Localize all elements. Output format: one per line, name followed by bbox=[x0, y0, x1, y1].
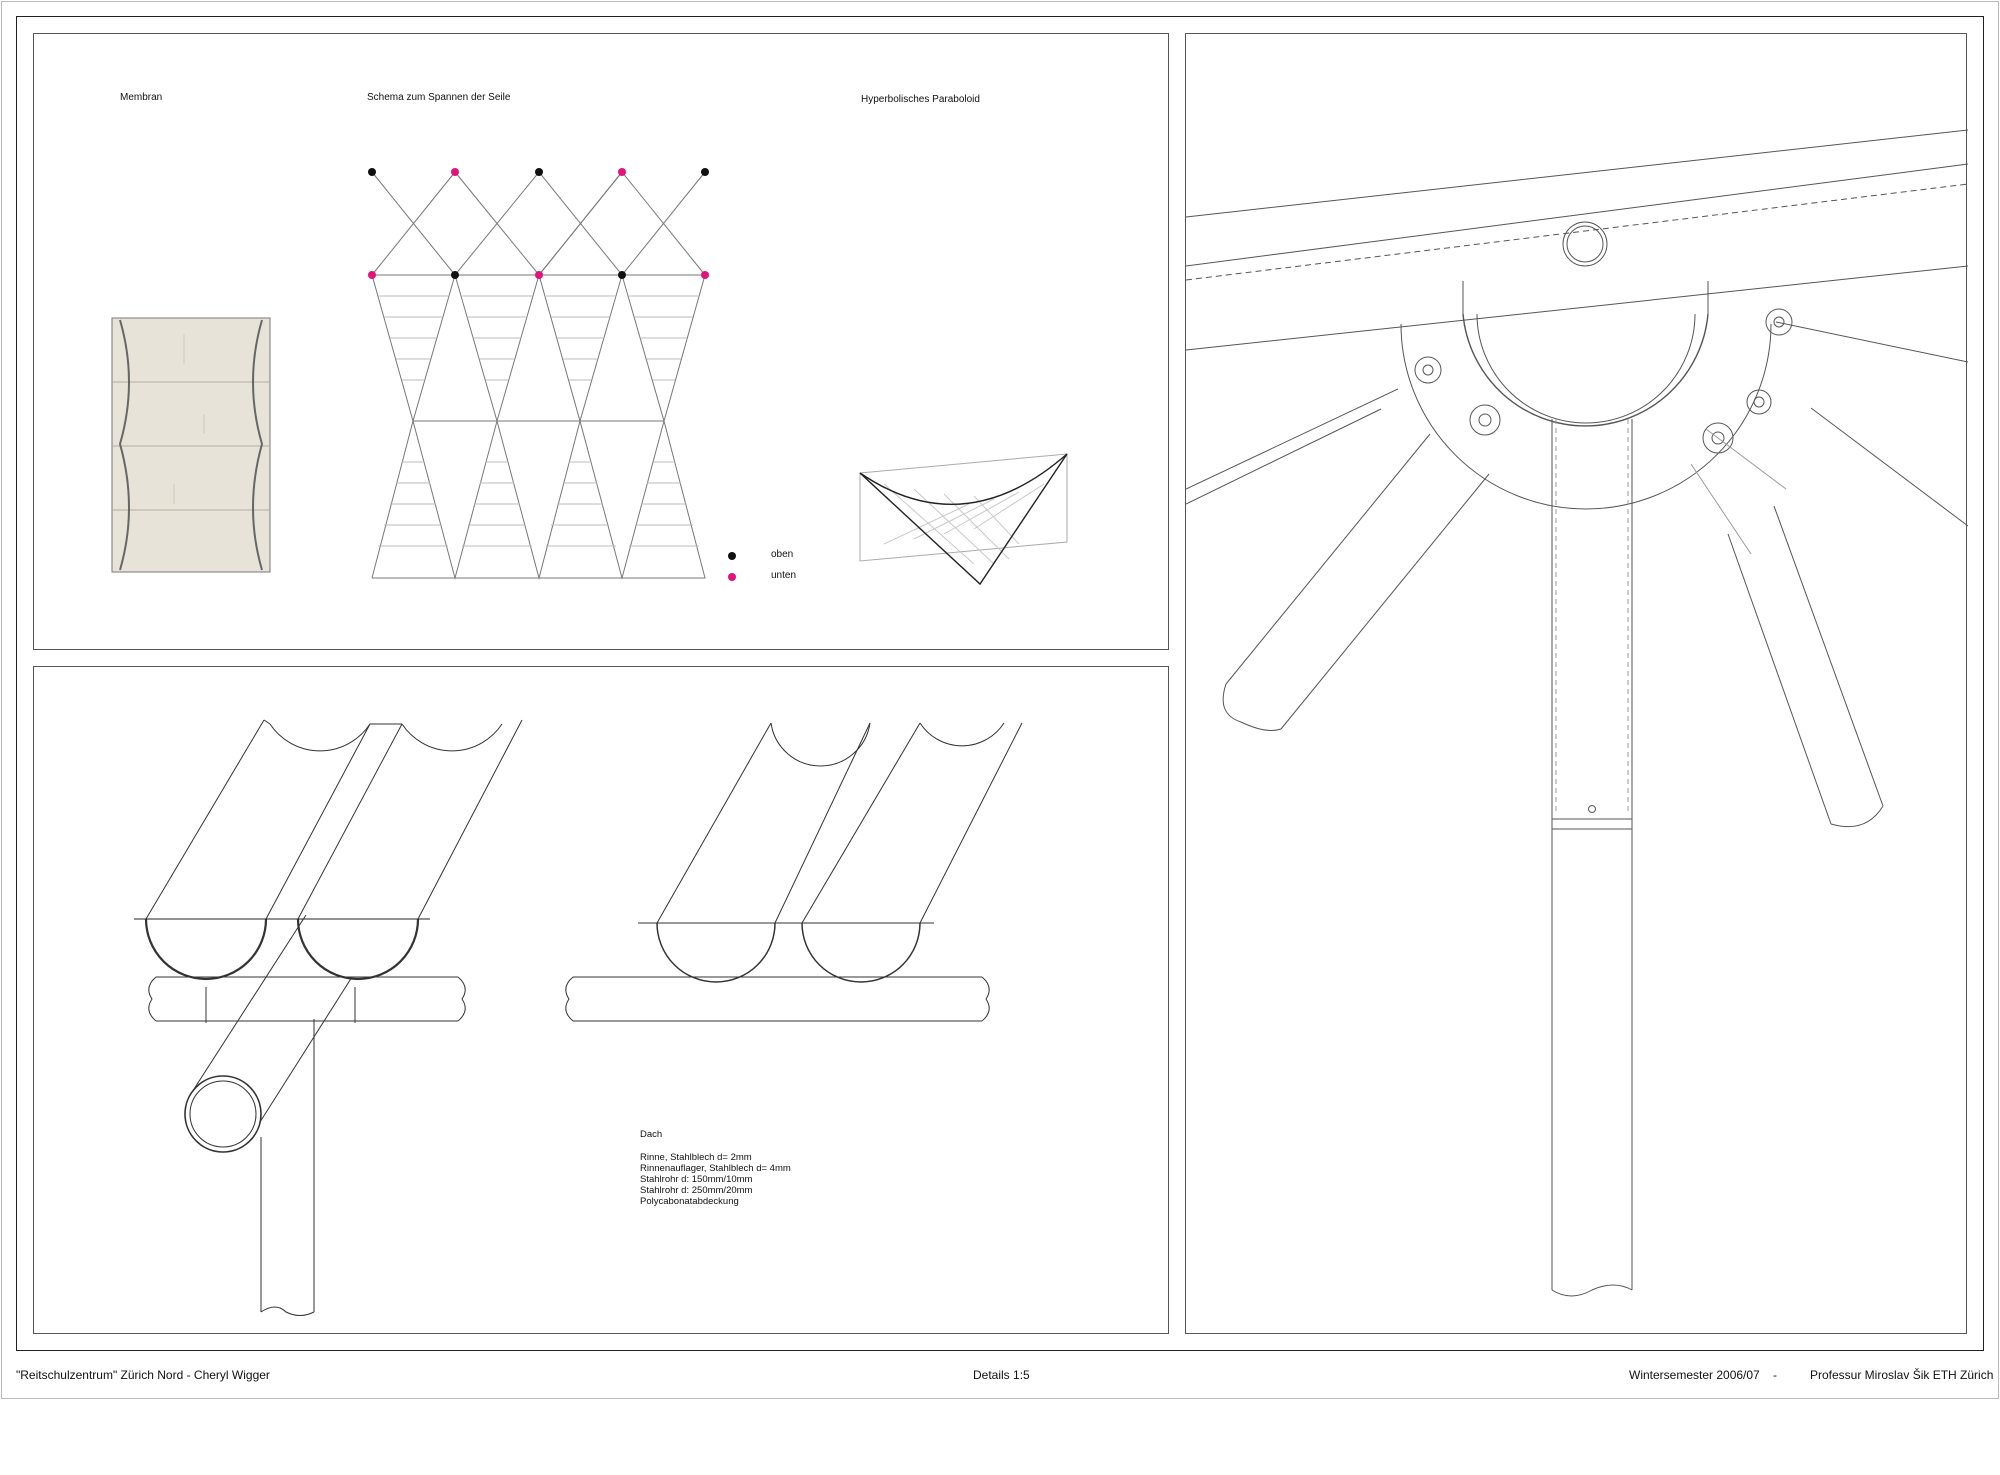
footer-separator: - bbox=[1773, 1368, 1777, 1382]
roof-gutter-section-right bbox=[565, 722, 1023, 1022]
legend-label-unten: unten bbox=[771, 570, 797, 581]
footer-scale: Details 1:5 bbox=[973, 1368, 1030, 1382]
footer-professor: Professur Miroslav Šik ETH Zürich bbox=[1810, 1368, 1994, 1382]
panel1-drawing bbox=[111, 168, 1068, 586]
panel-membrane-schema: Membran Schema zum Spannen der Seile Hyp… bbox=[33, 33, 1169, 650]
schema-title: Schema zum Spannen der Seile bbox=[367, 92, 511, 103]
paraboloid-title: Hyperbolisches Paraboloid bbox=[861, 94, 980, 105]
footer-semester: Wintersemester 2006/07 bbox=[1629, 1368, 1760, 1382]
roof-note: Stahlrohr d: 250mm/20mm bbox=[640, 1185, 753, 1196]
panel-roof-detail: Dach Rinne, Stahlblech d= 2mm Rinnenaufl… bbox=[33, 666, 1169, 1334]
tension-schema bbox=[371, 171, 706, 580]
roof-note: Rinne, Stahlblech d= 2mm bbox=[640, 1152, 752, 1163]
membrane-photo bbox=[111, 317, 271, 573]
footer-project: "Reitschulzentrum" Zürich Nord - Cheryl … bbox=[16, 1368, 270, 1382]
hyperbolic-paraboloid bbox=[859, 453, 1068, 586]
legend-dot-oben bbox=[728, 552, 736, 560]
legend-dot-unten bbox=[728, 573, 736, 581]
roof-note: Polycabonatabdeckung bbox=[640, 1196, 739, 1207]
roof-note: Stahlrohr d: 150mm/10mm bbox=[640, 1174, 753, 1185]
panel2-drawing bbox=[134, 719, 1023, 1316]
panel3-drawing bbox=[1186, 129, 1968, 1297]
sheet-outer-frame bbox=[1, 1, 1999, 1399]
legend-label-oben: oben bbox=[771, 549, 794, 560]
roof-title: Dach bbox=[640, 1129, 663, 1140]
membrane-title: Membran bbox=[120, 92, 163, 103]
drawing-frame bbox=[16, 16, 1984, 1351]
schema-points bbox=[368, 168, 736, 581]
roof-note: Rinnenauflager, Stahlblech d= 4mm bbox=[640, 1163, 791, 1174]
panel-node-detail bbox=[1185, 33, 1968, 1334]
roof-notes: Dach Rinne, Stahlblech d= 2mm Rinnenaufl… bbox=[640, 1129, 791, 1207]
roof-gutter-section-left bbox=[134, 719, 523, 1316]
